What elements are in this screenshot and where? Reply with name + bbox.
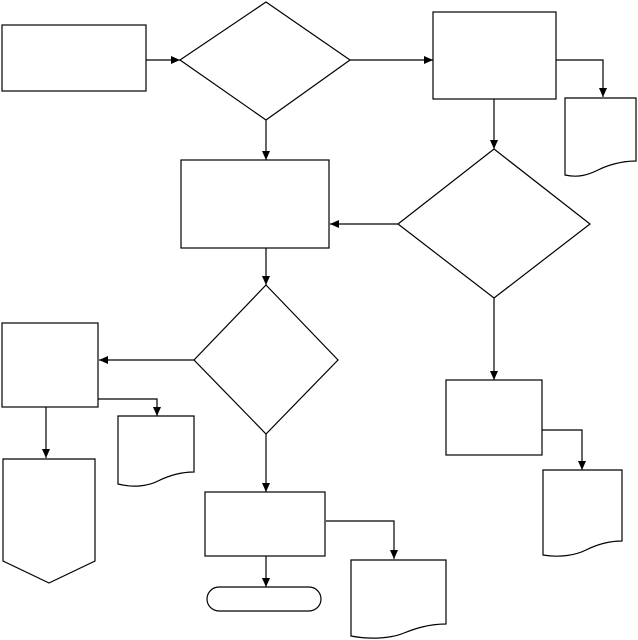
process-box-6 xyxy=(204,491,326,557)
decision-diamond-2 xyxy=(397,148,591,299)
process-box-4 xyxy=(1,322,99,408)
connector-process5-to-document3 xyxy=(542,429,586,470)
document-shape-2 xyxy=(117,415,195,487)
document-shape-4 xyxy=(350,559,447,639)
decision-diamond-3 xyxy=(193,284,339,435)
terminator-shape-1 xyxy=(206,586,322,612)
decision-diamond-1 xyxy=(178,1,352,121)
connectors xyxy=(42,56,607,587)
process-box-3 xyxy=(180,159,330,249)
connector-process4-to-document2 xyxy=(98,398,161,416)
connector-process2-to-document1 xyxy=(556,59,607,97)
connector-process6-to-document4 xyxy=(326,520,398,559)
process-box-1 xyxy=(1,24,147,92)
document-shape-3 xyxy=(542,469,623,557)
process-box-2 xyxy=(432,11,557,100)
process-box-5 xyxy=(445,379,543,456)
offpage-connector-1 xyxy=(2,458,96,584)
document-shape-1 xyxy=(564,97,637,177)
